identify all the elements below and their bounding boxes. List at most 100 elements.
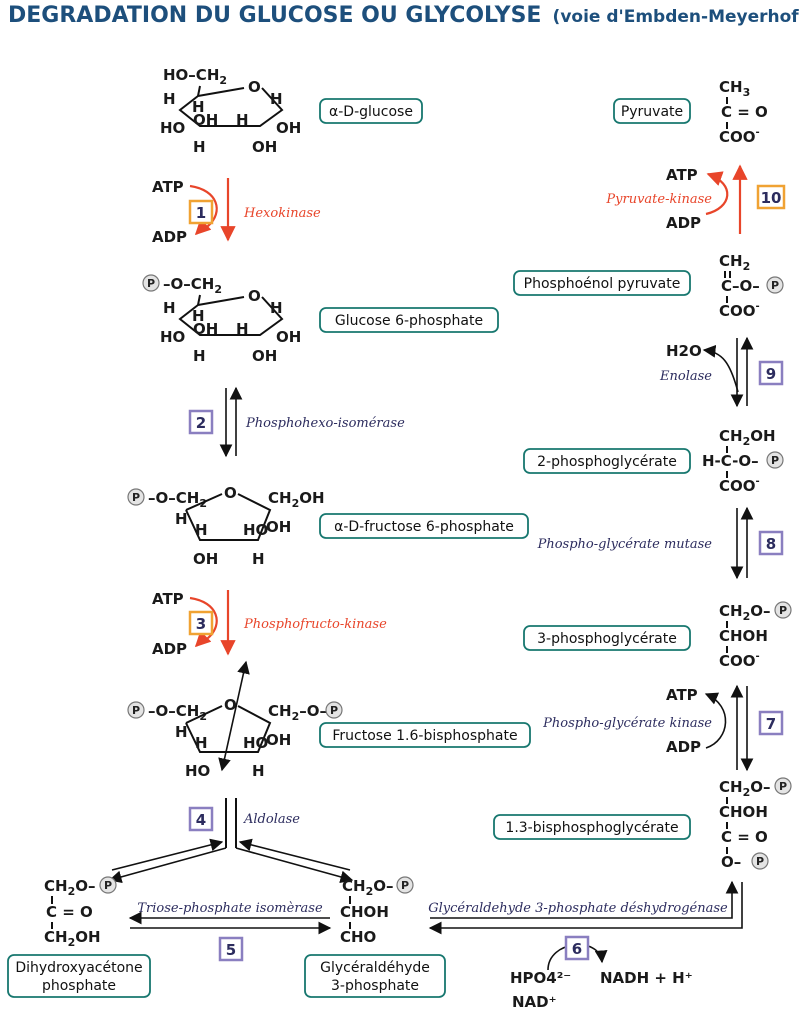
step-10: ATP ADP Pyruvate-kinase 10	[605, 164, 786, 234]
svg-text:CHOH: CHOH	[340, 903, 389, 921]
svg-text:C = O: C = O	[46, 903, 93, 921]
svg-text:O–: O–	[721, 853, 741, 871]
svg-text:CH2O–: CH2O–	[44, 877, 95, 898]
svg-text:H: H	[192, 307, 205, 325]
g6p-label-box	[319, 307, 499, 333]
step5-enzyme: Triose-phosphate isomèrase	[137, 901, 323, 916]
glucose-structure: HO–CH2 O H H H HO OH H OH H OH	[160, 66, 301, 156]
svg-text:C = O: C = O	[721, 828, 768, 846]
step7-atp: ATP	[666, 686, 698, 704]
step6-nad: NAD⁺	[512, 993, 557, 1011]
bpg13-label-box	[493, 814, 691, 840]
svg-text:H: H	[192, 98, 205, 116]
f6p-label: α-D-fructose 6-phosphate	[334, 519, 514, 535]
svg-text:C = O: C = O	[721, 103, 768, 121]
svg-text:CH2OH: CH2OH	[719, 427, 776, 448]
svg-text:O: O	[248, 287, 261, 305]
step-6: Glycéraldehyde 3-phosphate déshydrogénas…	[428, 880, 743, 1011]
step3-adp: ADP	[152, 640, 187, 658]
svg-text:H: H	[252, 550, 265, 568]
pg2-structure: CH2OH H-C-O– COO-	[702, 427, 784, 495]
f6p-structure: –O–CH2 O CH2OH H H HO OH OH H	[127, 484, 325, 568]
svg-text:HO: HO	[243, 521, 268, 539]
step3-number-box	[188, 610, 214, 636]
step-8: Phospho-glycérate mutase 8	[537, 506, 784, 580]
f6p-label-box	[319, 513, 529, 539]
svg-text:O: O	[224, 484, 237, 502]
step6-nadh: NADH + H⁺	[600, 969, 693, 987]
svg-text:H-C-O–: H-C-O–	[702, 452, 759, 470]
step-9: H2O Enolase 9	[659, 336, 784, 408]
step-3: ATP ADP 3 Phosphofructo-kinase	[152, 590, 387, 658]
svg-text:CH2O–: CH2O–	[342, 877, 393, 898]
step9-number: 9	[766, 365, 776, 383]
svg-text:H: H	[195, 734, 208, 752]
step1-atp: ATP	[152, 178, 184, 196]
f16bp-structure: –O–CH2 O CH2–O– H H HO OH HO H	[127, 660, 343, 780]
svg-text:H: H	[193, 347, 206, 365]
step7-adp: ADP	[666, 738, 701, 756]
svg-text:H: H	[270, 90, 283, 108]
step1-enzyme: Hexokinase	[243, 206, 321, 221]
g6p-structure: –O–CH2 O H H H HO OH H OH H OH	[142, 274, 301, 365]
svg-text:HO: HO	[243, 734, 268, 752]
svg-text:H: H	[195, 521, 208, 539]
svg-text:H: H	[236, 320, 249, 338]
g3p-structure: CH2O– CHOH CHO	[340, 876, 414, 946]
svg-text:HO: HO	[160, 119, 185, 137]
svg-text:OH: OH	[266, 731, 291, 749]
svg-text:CH2: CH2	[719, 252, 750, 273]
svg-text:HO: HO	[185, 762, 210, 780]
step4-number-box	[188, 806, 214, 832]
svg-text:OH: OH	[193, 320, 218, 338]
glucose-label-box	[319, 98, 423, 124]
step-7: ATP ADP Phospho-glycérate kinase 7	[542, 684, 784, 772]
svg-text:–O–CH2: –O–CH2	[163, 275, 222, 296]
step10-number-box	[756, 184, 786, 210]
step1-number: 1	[196, 204, 206, 222]
title-sub: (voie d'Embden-Meyerhof)	[553, 7, 800, 27]
svg-text:H: H	[236, 111, 249, 129]
step8-number-box	[758, 530, 784, 556]
svg-text:H: H	[270, 299, 283, 317]
step4-enzyme: Aldolase	[243, 812, 300, 827]
step5-number: 5	[226, 941, 236, 959]
pg3-label: 3-phosphoglycérate	[537, 631, 677, 647]
svg-text:COO-: COO-	[719, 476, 760, 495]
step7-enzyme: Phospho-glycérate kinase	[542, 716, 712, 731]
g3p-label-line2: 3-phosphate	[331, 978, 419, 994]
step9-enzyme: Enolase	[659, 369, 712, 384]
bpg13-label: 1.3-bisphosphoglycérate	[505, 820, 678, 836]
step10-number: 10	[761, 189, 782, 207]
step7-number: 7	[766, 715, 776, 733]
step1-adp: ADP	[152, 228, 187, 246]
step6-number-box	[564, 935, 590, 961]
step6-enzyme: Glycéraldehyde 3-phosphate déshydrogénas…	[428, 901, 728, 916]
svg-text:H: H	[175, 723, 188, 741]
svg-text:OH: OH	[266, 518, 291, 536]
step6-hpo4: HPO4²⁻	[510, 969, 571, 987]
pyruvate-structure: CH3 C = O COO-	[719, 78, 768, 146]
svg-text:OH: OH	[252, 138, 277, 156]
glucose-label: α-D-glucose	[329, 104, 413, 120]
step10-enzyme: Pyruvate-kinase	[605, 192, 712, 207]
page-title: DEGRADATION DU GLUCOSE OU GLYCOLYSE (voi…	[8, 3, 800, 28]
svg-text:H: H	[163, 299, 176, 317]
svg-text:–O–CH2: –O–CH2	[148, 489, 207, 510]
f16bp-label: Fructose 1.6-bisphosphate	[332, 728, 517, 744]
f16bp-label-box	[319, 722, 531, 748]
svg-text:CH3: CH3	[719, 78, 750, 99]
svg-text:CH2OH: CH2OH	[268, 489, 325, 510]
step10-adp: ADP	[666, 214, 701, 232]
pg3-label-box	[523, 625, 691, 651]
svg-text:OH: OH	[276, 119, 301, 137]
step2-number-box	[188, 409, 214, 435]
title-main: DEGRADATION DU GLUCOSE OU GLYCOLYSE	[8, 3, 541, 28]
pg2-label-box	[523, 448, 691, 474]
step1-number-box	[188, 199, 214, 225]
step-1: ATP ADP 1 Hexokinase	[152, 178, 321, 246]
pyruvate-label: Pyruvate	[621, 104, 683, 120]
svg-text:CH2O–: CH2O–	[719, 602, 770, 623]
svg-text:OH: OH	[193, 550, 218, 568]
svg-text:CHOH: CHOH	[719, 803, 768, 821]
